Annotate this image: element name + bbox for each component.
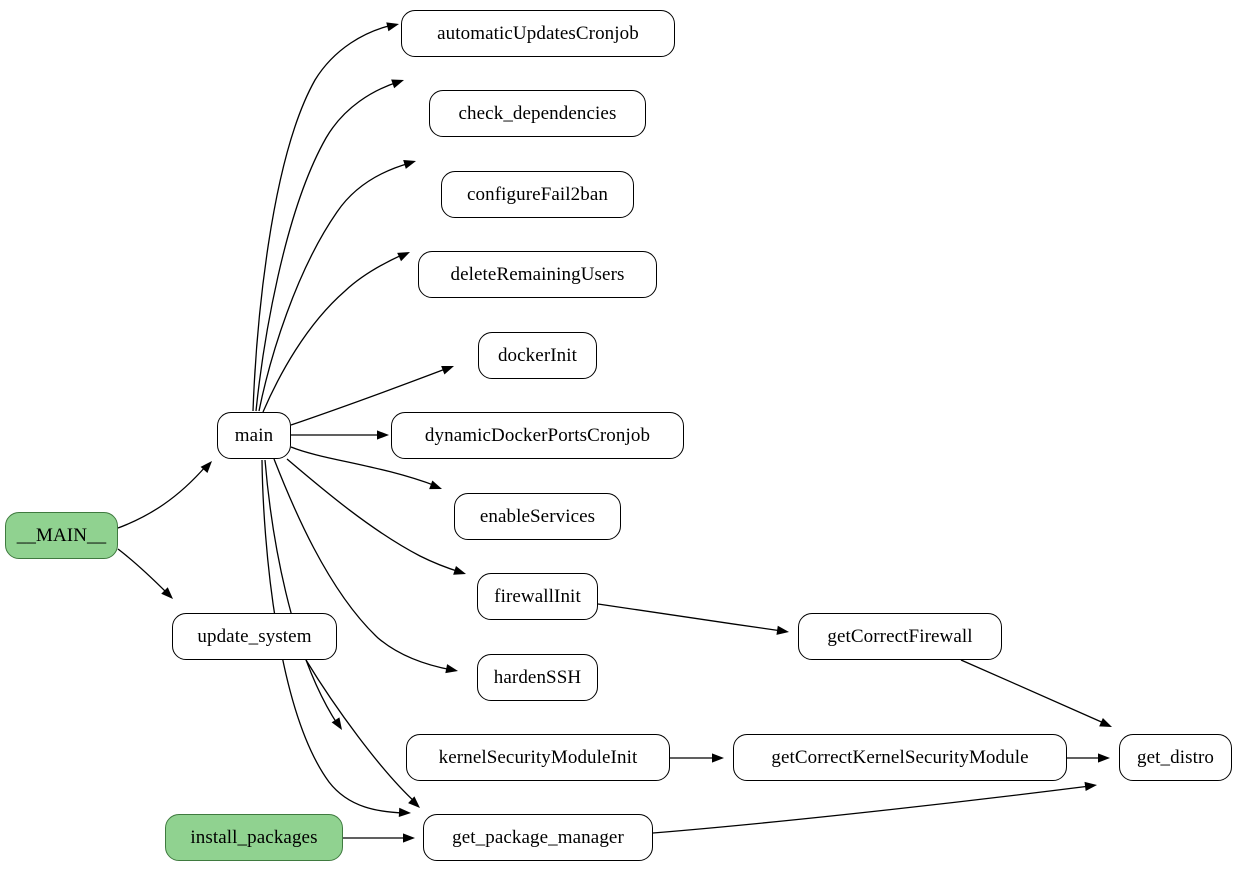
graph-node-update_system[interactable]: update_system [172,613,337,660]
graph-node-enableServices[interactable]: enableServices [454,493,621,540]
graph-node-configureFail2ban[interactable]: configureFail2ban [441,171,634,218]
graph-node-check_dependencies[interactable]: check_dependencies [429,90,646,137]
graph-node-label: __MAIN__ [16,524,107,546]
graph-node-dynamicDockerPortsCronjob[interactable]: dynamicDockerPortsCronjob [391,412,684,459]
graph-node-label: check_dependencies [458,102,617,124]
graph-node-label: dynamicDockerPortsCronjob [424,424,651,446]
graph-node-label: install_packages [190,826,318,848]
graph-node-label: configureFail2ban [467,183,608,205]
graph-node-label: get_distro [1137,746,1214,768]
graph-node-firewallInit[interactable]: firewallInit [477,573,598,620]
graph-node-label: getCorrectFirewall [827,625,973,647]
graph-node-label: update_system [197,625,312,647]
graph-node-label: get_package_manager [452,826,624,848]
graph-node-install_packages[interactable]: install_packages [165,814,343,861]
graph-node-__MAIN__[interactable]: __MAIN__ [5,512,118,559]
graph-node-label: dockerInit [497,344,578,366]
graph-node-label: hardenSSH [493,666,582,688]
graph-node-label: automaticUpdatesCronjob [437,22,639,44]
graph-node-deleteRemainingUsers[interactable]: deleteRemainingUsers [418,251,657,298]
graph-node-automaticUpdatesCronjob[interactable]: automaticUpdatesCronjob [401,10,675,57]
graph-node-main[interactable]: main [217,412,291,459]
graph-node-label: main [234,424,274,446]
graph-node-get_package_manager[interactable]: get_package_manager [423,814,653,861]
graph-node-label: getCorrectKernelSecurityModule [771,746,1029,768]
graph-node-hardenSSH[interactable]: hardenSSH [477,654,598,701]
graph-node-dockerInit[interactable]: dockerInit [478,332,597,379]
graph-node-label: deleteRemainingUsers [450,263,625,285]
graph-node-label: enableServices [479,505,596,527]
graph-node-getCorrectKernelSecurityModule[interactable]: getCorrectKernelSecurityModule [733,734,1067,781]
graph-node-label: firewallInit [494,585,581,607]
graph-node-getCorrectFirewall[interactable]: getCorrectFirewall [798,613,1002,660]
graph-node-label: kernelSecurityModuleInit [438,746,638,768]
graph-node-kernelSecurityModuleInit[interactable]: kernelSecurityModuleInit [406,734,670,781]
graph-node-get_distro[interactable]: get_distro [1119,734,1232,781]
